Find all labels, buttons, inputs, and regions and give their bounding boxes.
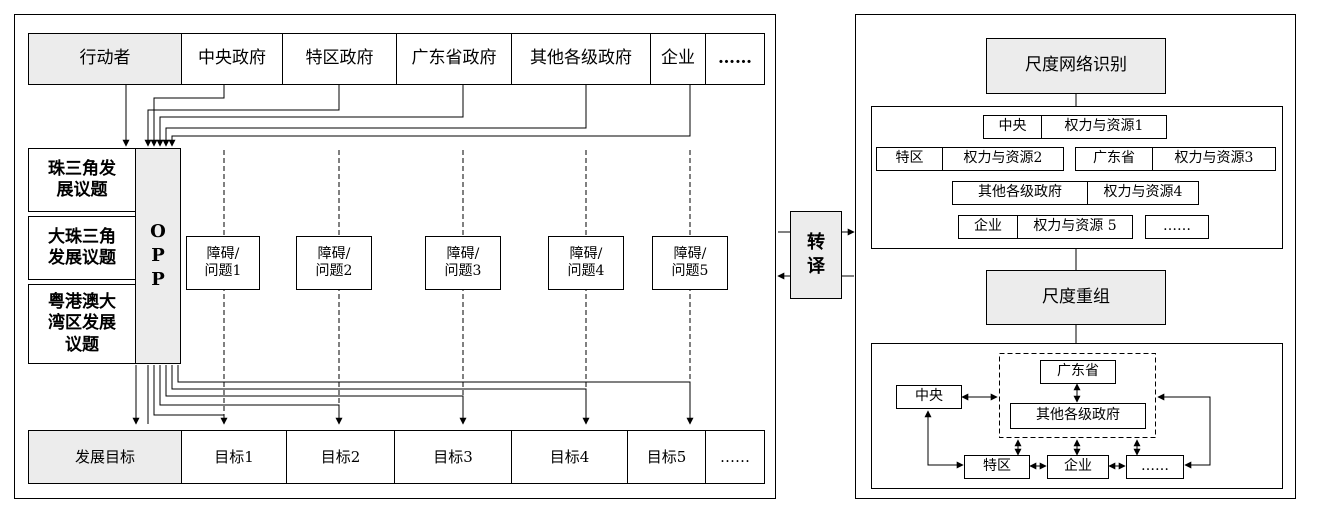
translation-box: 转 译 — [790, 211, 842, 299]
net-etc: …… — [1145, 215, 1209, 239]
link-opp-bottom-1 — [177, 365, 691, 399]
reorg-enterprise: 企业 — [1047, 455, 1109, 479]
obstacle-5: 障碍/ 问题5 — [652, 236, 728, 290]
actor-etc: …… — [705, 33, 765, 85]
goal-5: 目标5 — [627, 430, 706, 484]
net-guangdong-resource: 权力与资源3 — [1152, 147, 1276, 171]
actor-sar-gov: 特区政府 — [282, 33, 397, 85]
obstacle-1: 障碍/ 问题1 — [186, 236, 260, 290]
obstacle-4: 障碍/ 问题4 — [548, 236, 624, 290]
goal-1: 目标1 — [181, 430, 287, 484]
link-opp-to-goal1 — [153, 365, 228, 425]
obstacle-2: 障碍/ 问题2 — [296, 236, 372, 290]
agenda-greater-prd: 大珠三角 发展议题 — [28, 216, 136, 280]
net-other-gov-resource: 权力与资源4 — [1087, 181, 1199, 205]
link-guangdong-to-opp — [156, 85, 464, 147]
right-panel-frame — [855, 14, 1296, 499]
net-sar: 特区 — [876, 147, 943, 171]
network-frame — [871, 106, 1283, 249]
opp-box: O P P — [135, 148, 181, 364]
reorg-other-gov: 其他各级政府 — [1010, 403, 1146, 429]
reorg-guangdong: 广东省 — [1040, 360, 1116, 384]
link-central-to-opp — [150, 85, 225, 147]
goals-label: 发展目标 — [28, 430, 182, 484]
actor-enterprise: 企业 — [650, 33, 706, 85]
link-enterprise-to-opp — [168, 85, 691, 147]
scale-network-title: 尺度网络识别 — [986, 38, 1166, 94]
actor-other-gov: 其他各级政府 — [511, 33, 651, 85]
link-other-to-opp — [162, 85, 587, 147]
net-enterprise: 企业 — [958, 215, 1018, 239]
link-sar-to-opp — [144, 85, 340, 147]
obstacle-3: 障碍/ 问题3 — [425, 236, 501, 290]
net-other-gov: 其他各级政府 — [952, 181, 1088, 205]
actor-central-gov: 中央政府 — [181, 33, 283, 85]
agenda-prd: 珠三角发 展议题 — [28, 148, 136, 212]
net-guangdong: 广东省 — [1075, 147, 1153, 171]
net-enterprise-resource: 权力与资源 5 — [1017, 215, 1133, 239]
goal-etc: …… — [705, 430, 765, 484]
link-opp-bottom-3 — [165, 365, 464, 399]
goal-2: 目标2 — [286, 430, 395, 484]
goal-4: 目标4 — [511, 430, 628, 484]
net-central: 中央 — [983, 115, 1042, 139]
actors-label: 行动者 — [28, 33, 182, 85]
reorg-central: 中央 — [896, 385, 962, 409]
goal-3: 目标3 — [394, 430, 512, 484]
net-sar-resource: 权力与资源2 — [942, 147, 1064, 171]
left-panel-frame — [14, 14, 776, 499]
reorg-sar: 特区 — [964, 455, 1030, 479]
net-central-resource: 权力与资源1 — [1041, 115, 1167, 139]
reorg-frame — [871, 343, 1283, 489]
agenda-gba: 粤港澳大 湾区发展 议题 — [28, 284, 136, 364]
reorg-etc: …… — [1126, 455, 1184, 479]
scale-reorg-title: 尺度重组 — [986, 270, 1166, 325]
actor-guangdong-gov: 广东省政府 — [396, 33, 512, 85]
